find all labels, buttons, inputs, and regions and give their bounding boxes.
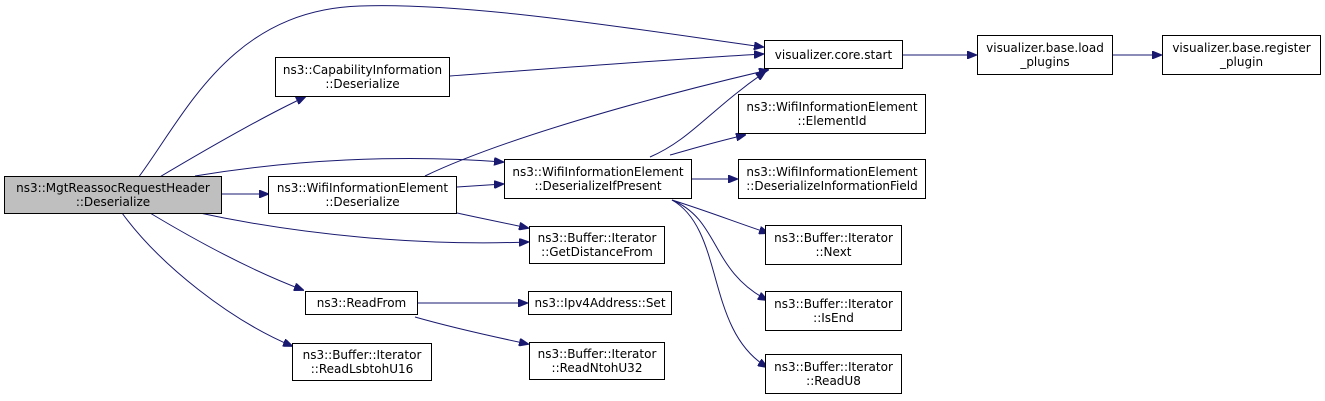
- node-label-line2: ::ReadLsbtohU16: [310, 362, 414, 376]
- node-ipv4-address-set[interactable]: ns3::Ipv4Address::Set: [528, 291, 672, 315]
- node-visualizer-core-start[interactable]: visualizer.core.start: [764, 40, 903, 69]
- node-label-line1: visualizer.core.start: [774, 47, 893, 62]
- node-buffer-iterator-read-u8[interactable]: ns3::Buffer::Iterator ::ReadU8: [765, 354, 902, 394]
- edge-root-readFrom: [149, 212, 303, 290]
- node-label-line1: ns3::Ipv4Address::Set: [534, 296, 666, 310]
- node-label-line1: ns3::WifiInformationElement: [746, 165, 918, 179]
- edge-wieDip-next: [671, 199, 768, 233]
- node-label-line1: ns3::WifiInformationElement: [746, 100, 918, 114]
- node-label-line2: _plugin: [1219, 55, 1264, 69]
- node-label-line2: ::Next: [815, 245, 852, 259]
- edges: [121, 5, 1161, 367]
- edge-wieDes-wieDip: [456, 184, 503, 187]
- node-buffer-iterator-next[interactable]: ns3::Buffer::Iterator ::Next: [765, 225, 902, 265]
- edge-wieDip-elemId: [669, 135, 745, 156]
- edge-wieDip-readU8: [671, 199, 767, 367]
- edge-wieDip-isEnd: [671, 199, 767, 300]
- node-label-line2: ::DeserializeIfPresent: [534, 179, 662, 193]
- node-label-line1: ns3::WifiInformationElement: [512, 165, 684, 179]
- node-buffer-iterator-is-end[interactable]: ns3::Buffer::Iterator ::IsEnd: [765, 291, 902, 331]
- node-label-line2: ::DeserializeInformationField: [746, 179, 918, 193]
- edge-readFrom-readNtoh: [414, 316, 528, 344]
- node-label-line2: ::Deserialize: [75, 195, 151, 209]
- node-label-line2: ::Deserialize: [325, 195, 400, 209]
- edge-cap-vizStart: [449, 54, 763, 77]
- node-label-line1: visualizer.base.register: [1172, 41, 1311, 55]
- edge-root-wieDip: [194, 158, 503, 177]
- node-wifi-information-element-element-id[interactable]: ns3::WifiInformationElement ::ElementId: [738, 94, 926, 134]
- node-mgt-reassoc-request-header-deserialize: ns3::MgtReassocRequestHeader ::Deseriali…: [4, 176, 222, 214]
- node-label-line1: ns3::Buffer::Iterator: [302, 348, 422, 362]
- node-label-line1: ns3::Buffer::Iterator: [774, 297, 893, 311]
- node-read-from[interactable]: ns3::ReadFrom: [305, 291, 418, 315]
- node-wifi-information-element-deserialize[interactable]: ns3::WifiInformationElement ::Deserializ…: [268, 176, 457, 214]
- node-label-line1: ns3::WifiInformationElement: [276, 181, 449, 195]
- node-capability-information-deserialize[interactable]: ns3::CapabilityInformation ::Deserialize: [275, 57, 450, 97]
- node-label-line1: ns3::Buffer::Iterator: [774, 360, 893, 374]
- node-wifi-information-element-deserialize-if-present[interactable]: ns3::WifiInformationElement ::Deserializ…: [504, 159, 692, 199]
- node-label-line2: ::Deserialize: [325, 77, 400, 91]
- node-label-line1: ns3::Buffer::Iterator: [537, 231, 657, 245]
- edge-root-getDist: [194, 211, 528, 243]
- node-buffer-iterator-read-lsbtoh-u16[interactable]: ns3::Buffer::Iterator ::ReadLsbtohU16: [292, 343, 432, 381]
- node-visualizer-base-load-plugins[interactable]: visualizer.base.load _plugins: [977, 35, 1113, 75]
- edge-root-vizStart: [137, 5, 763, 179]
- node-wifi-information-element-deserialize-information-field[interactable]: ns3::WifiInformationElement ::Deserializ…: [738, 159, 926, 199]
- node-label-line1: ns3::Buffer::Iterator: [774, 231, 893, 245]
- node-label-line2: ::ReadNtohU32: [551, 361, 643, 375]
- edge-root-readLsb: [121, 212, 292, 346]
- edge-wieDip-vizStart: [649, 72, 765, 158]
- edge-root-cap: [157, 97, 305, 179]
- edge-wieDes-vizStart: [424, 70, 768, 177]
- node-label-line2: ::ElementId: [797, 114, 867, 128]
- node-buffer-iterator-get-distance-from[interactable]: ns3::Buffer::Iterator ::GetDistanceFrom: [529, 226, 665, 264]
- node-buffer-iterator-read-ntoh-u32[interactable]: ns3::Buffer::Iterator ::ReadNtohU32: [529, 342, 665, 380]
- node-label-line1: ns3::Buffer::Iterator: [537, 347, 657, 361]
- node-label-line1: ns3::MgtReassocRequestHeader: [16, 181, 210, 195]
- node-label-line2: _plugins: [1020, 55, 1070, 69]
- node-label-line1: visualizer.base.load: [986, 41, 1104, 55]
- node-label-line2: ::IsEnd: [813, 311, 854, 325]
- node-label-line1: ns3::CapabilityInformation: [282, 63, 443, 77]
- node-visualizer-base-register-plugin[interactable]: visualizer.base.register _plugin: [1162, 35, 1321, 75]
- edge-wieDes-getDist: [456, 212, 528, 228]
- node-label-line1: ns3::ReadFrom: [316, 296, 407, 310]
- node-label-line2: ::GetDistanceFrom: [541, 245, 653, 259]
- node-label-line2: ::ReadU8: [806, 374, 861, 388]
